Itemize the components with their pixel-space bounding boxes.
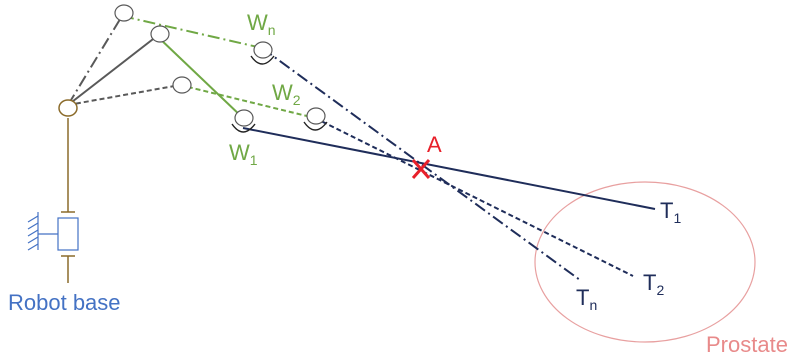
x-cross-icon	[411, 159, 431, 179]
robot-base-column	[57, 118, 79, 283]
wrist-joint-n	[250, 41, 275, 65]
wrist-1-label: W1	[229, 140, 258, 168]
link-elbow-to-wrist-1	[156, 35, 244, 119]
target-2-label: T2	[643, 270, 664, 298]
link-shoulder-to-elbow-1	[67, 35, 158, 106]
needle-path-1	[242, 127, 656, 210]
target-n-label: Tn	[576, 285, 597, 313]
hatched-ground-icon	[27, 212, 58, 251]
target-1-label: T1	[660, 198, 681, 226]
elbow-joint-n	[114, 4, 134, 22]
link-shoulder-to-elbow-2	[67, 84, 181, 106]
wrist-joint-2	[303, 107, 328, 131]
wrist-joint-1	[231, 109, 256, 133]
needle-path-2	[314, 117, 634, 277]
wrist-2-label: W2	[272, 80, 301, 108]
prostate-outline	[534, 181, 756, 343]
elbow-joint-1	[150, 25, 170, 43]
link-shoulder-to-elbow-n	[67, 15, 123, 106]
pivot-a-label: A	[427, 132, 442, 157]
shoulder-joint	[58, 99, 78, 117]
link-elbow-to-wrist-n	[121, 15, 263, 49]
robot-base-label: Robot base	[8, 290, 121, 315]
elbow-joint-2	[172, 76, 192, 94]
link-elbow-to-wrist-2	[179, 84, 316, 119]
wrist-n-label: Wn	[247, 10, 276, 38]
robot-base-joint	[57, 217, 79, 251]
prostate-label: Prostate	[706, 332, 788, 357]
